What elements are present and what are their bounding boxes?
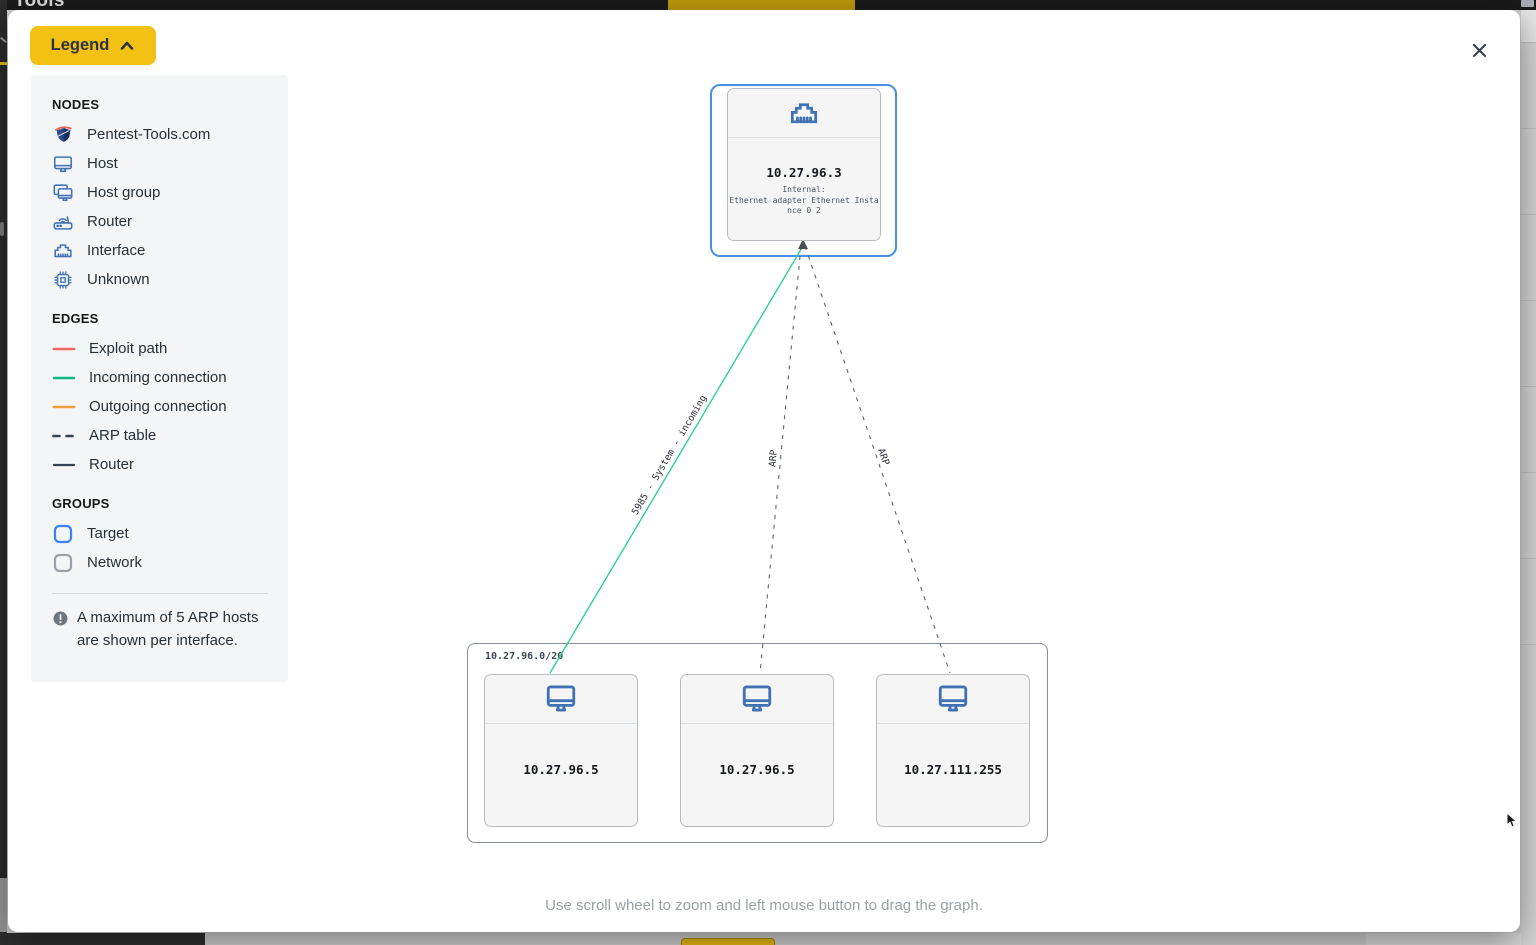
topbar-avatar[interactable] (1521, 0, 1534, 7)
legend-item-label: Pentest-Tools.com (87, 126, 211, 143)
node-host-10-27-96-5-a[interactable]: 10.27.96.5 (484, 674, 638, 827)
target-group-swatch (52, 523, 74, 545)
host-group-icon (52, 182, 74, 204)
legend-button-label: Legend (50, 36, 110, 54)
legend-nodes-title: NODES (52, 97, 100, 112)
network-group-label: 10.27.96.0/20 (485, 651, 564, 662)
legend-item-network-group: Network (52, 548, 270, 577)
chevron-up-icon (119, 39, 135, 53)
router-icon (52, 211, 74, 233)
node-ip: 10.27.96.5 (719, 762, 795, 777)
table-row-divider (1521, 214, 1536, 215)
router-edge-swatch (52, 462, 76, 468)
legend-edges-title: EDGES (52, 311, 99, 326)
legend-item-interface: Interface (52, 236, 270, 265)
legend-item-label: Host (87, 155, 118, 172)
host-icon (738, 682, 776, 716)
pentest-tools-logo-icon (52, 124, 74, 146)
page-table-header-edge (1521, 10, 1536, 42)
interface-icon (52, 240, 74, 262)
exploit-path-swatch (52, 346, 76, 352)
node-ip: 10.27.111.255 (904, 762, 1002, 777)
legend-note-line1: A maximum of 5 ARP hosts (77, 609, 259, 626)
page-panel-edge (1366, 933, 1536, 945)
table-row-divider (1521, 644, 1536, 645)
legend-item-unknown: Unknown (52, 265, 270, 294)
legend-item-label: Router (87, 213, 133, 230)
app-topbar: Tools (0, 0, 1536, 11)
legend-item-arp-table: ARP table (52, 421, 270, 450)
network-graph-modal: Legend NODES Pentest-Tools.com (8, 10, 1520, 932)
unknown-icon (52, 269, 74, 291)
sidebar-active-marker (0, 62, 7, 65)
legend-note-line2: are shown per interface. (77, 631, 238, 649)
graph-hint-text: Use scroll wheel to zoom and left mouse … (545, 897, 983, 914)
legend-item-label: Unknown (87, 271, 150, 288)
host-icon (52, 153, 74, 175)
legend-groups-title: GROUPS (52, 496, 110, 511)
sidebar-bottom-edge (0, 933, 205, 945)
page-table-edge (1521, 10, 1536, 945)
legend-item-target-group: Target (52, 519, 270, 548)
legend-item-label: Outgoing connection (89, 398, 227, 415)
node-detail-line: Ethernet adapter Ethernet Insta (729, 195, 879, 205)
node-host-10-27-111-255[interactable]: 10.27.111.255 (876, 674, 1030, 827)
legend-item-label: Interface (87, 242, 146, 259)
topbar-action-button[interactable] (668, 0, 855, 10)
legend-item-label: ARP table (89, 427, 157, 444)
table-row-divider (1521, 558, 1536, 559)
node-detail-line: nce 0 2 (787, 206, 821, 215)
legend-panel: NODES Pentest-Tools.com Host (31, 75, 288, 682)
legend-toggle-button[interactable]: Legend (30, 26, 156, 65)
sidebar-item-marker (0, 222, 4, 236)
node-detail: Internal: Ethernet adapter Ethernet Inst… (728, 185, 880, 217)
legend-item-label: Router (89, 456, 135, 473)
host-icon (542, 682, 580, 716)
close-modal-button[interactable] (1463, 34, 1495, 66)
host-icon (934, 682, 972, 716)
node-detail-line: Internal: (782, 185, 826, 194)
legend-note-text: A maximum of 5 ARP hosts are shown per i… (77, 607, 258, 652)
node-ip: 10.27.96.5 (523, 762, 599, 777)
node-ip: 10.27.96.3 (766, 165, 842, 180)
legend-item-host-group: Host group (52, 178, 270, 207)
interface-icon (785, 97, 823, 130)
incoming-connection-swatch (52, 375, 76, 381)
node-host-10-27-96-5-b[interactable]: 10.27.96.5 (680, 674, 834, 827)
arp-table-swatch (52, 433, 76, 439)
legend-item-router: Router (52, 207, 270, 236)
sidebar-chevron-icon (0, 36, 7, 44)
legend-divider (52, 593, 268, 594)
sidebar-footer-marker (0, 878, 7, 932)
legend-item-outgoing-connection: Outgoing connection (52, 392, 270, 421)
legend-item-label: Host group (87, 184, 161, 201)
page-background-bottom (0, 933, 1536, 945)
info-icon (52, 607, 69, 652)
network-group-swatch (52, 552, 74, 574)
legend-item-label: Target (87, 525, 129, 542)
legend-arp-note: A maximum of 5 ARP hosts are shown per i… (52, 607, 274, 652)
legend-item-pentest-tools: Pentest-Tools.com (52, 120, 270, 149)
topbar-title: Tools (14, 0, 65, 11)
legend-item-host: Host (52, 149, 270, 178)
table-row-divider (1521, 472, 1536, 473)
legend-item-exploit-path: Exploit path (52, 334, 270, 363)
legend-item-incoming-connection: Incoming connection (52, 363, 270, 392)
legend-item-label: Incoming connection (89, 369, 227, 386)
table-row-divider (1521, 300, 1536, 301)
outgoing-connection-swatch (52, 404, 76, 410)
close-icon (1470, 41, 1489, 60)
node-interface-10-27-96-3[interactable]: 10.27.96.3 Internal: Ethernet adapter Et… (727, 88, 881, 241)
mouse-cursor (1506, 811, 1518, 834)
legend-item-router-edge: Router (52, 450, 270, 479)
table-row-divider (1521, 386, 1536, 387)
app-sidebar-edge (0, 0, 7, 945)
page-yellow-button[interactable] (681, 938, 775, 945)
table-row-divider (1521, 128, 1536, 129)
legend-item-label: Network (87, 554, 143, 571)
legend-item-label: Exploit path (89, 340, 168, 357)
table-row-divider (1521, 42, 1536, 43)
